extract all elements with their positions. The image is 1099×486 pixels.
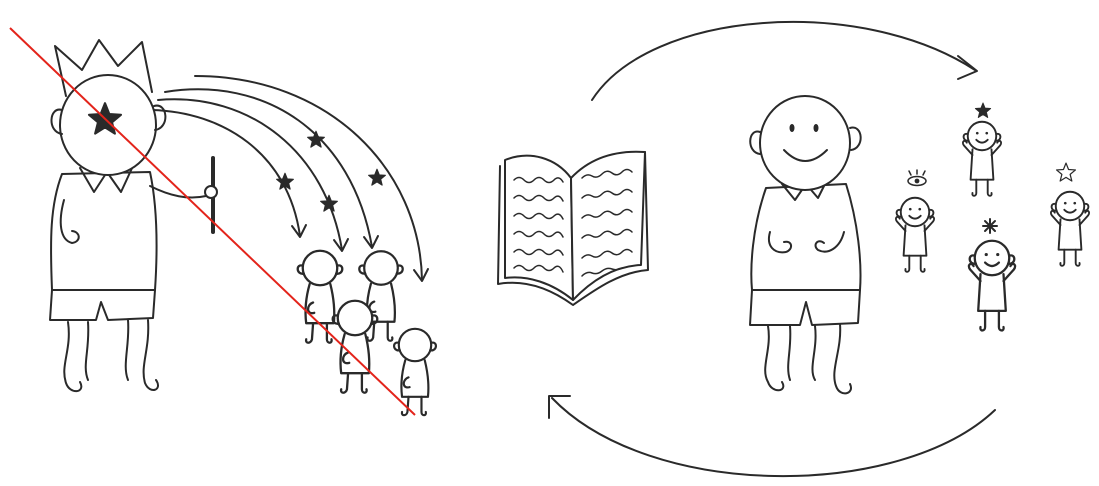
teacher-shirt (751, 184, 860, 290)
crowned-teacher (50, 40, 217, 391)
teacher-legs (64, 320, 158, 391)
right-scene (498, 22, 1089, 476)
teacher-shirt (51, 172, 157, 290)
arrow-stars (277, 131, 386, 211)
star-icon (321, 195, 338, 211)
cycle-arrow-bottom (552, 398, 995, 476)
cycle-arrow-top (592, 22, 975, 100)
arrowhead (958, 56, 977, 79)
guiding-teacher (750, 96, 861, 393)
learner-child (963, 122, 1001, 196)
teacher-head (760, 96, 850, 190)
learner-child (969, 241, 1015, 331)
book-right-page (571, 152, 645, 300)
teacher-eye (814, 124, 819, 132)
teacher-shorts (750, 290, 860, 325)
teacher-hand (205, 186, 217, 198)
arrow-icon (152, 110, 300, 236)
arrow-icon (165, 89, 372, 247)
star-icon (975, 103, 990, 117)
star-icon (369, 169, 386, 185)
arrow-icon (195, 76, 422, 280)
learner-child (333, 301, 378, 393)
book-icon (498, 152, 648, 305)
learner-child (1051, 192, 1089, 266)
active-learners (896, 103, 1089, 330)
passive-learners (298, 251, 436, 415)
star-icon (308, 131, 325, 147)
teaching-arrows (152, 76, 428, 281)
left-scene (10, 28, 436, 415)
asterisk-icon (983, 219, 997, 233)
arrow-icon (158, 99, 342, 250)
teacher-legs (765, 324, 851, 393)
learner-child (896, 198, 934, 272)
teacher-eye (790, 124, 795, 132)
learner-child (298, 251, 343, 343)
eye-icon (908, 170, 926, 186)
teacher-shorts (50, 290, 155, 320)
star-outline-icon (1057, 163, 1076, 181)
